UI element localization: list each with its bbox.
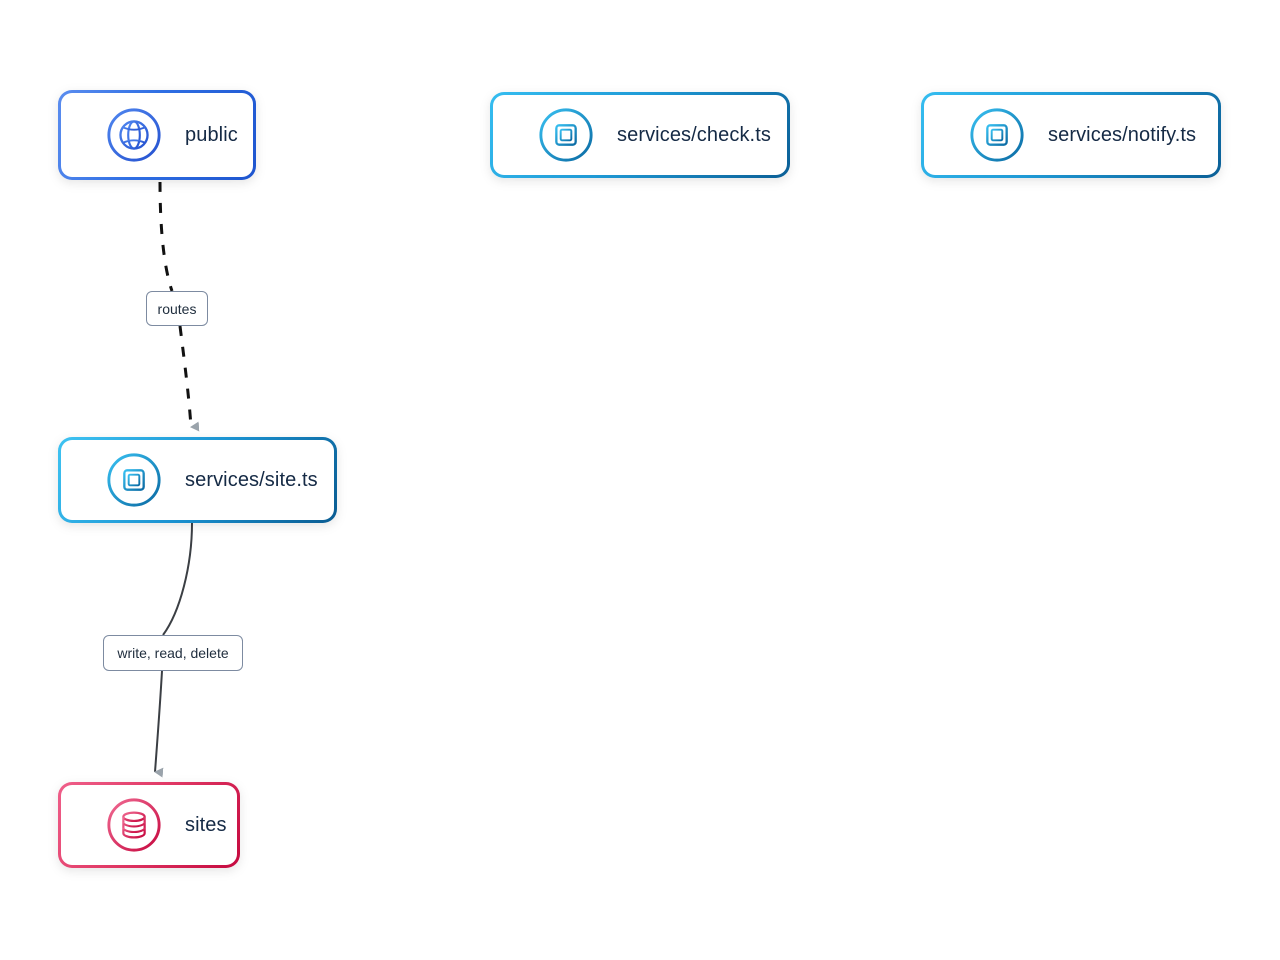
node-services-notify[interactable]: services/notify.ts [921,92,1221,178]
edge-site-to-sites-lower [154,670,164,778]
chip-icon [970,108,1024,162]
node-sites-database-fill [61,785,237,865]
chip-icon [107,453,161,507]
edge-site-to-sites-upper [162,522,193,636]
chip-icon [539,108,593,162]
globe-icon [107,108,161,162]
database-icon [107,798,161,852]
node-services-check[interactable]: services/check.ts [490,92,790,178]
node-services-check-label: services/check.ts [617,123,771,146]
node-public-label: public [185,123,238,146]
node-services-site[interactable]: services/site.ts [58,437,337,523]
node-public[interactable]: public [58,90,256,180]
node-sites-database[interactable]: sites [58,782,240,868]
node-services-site-fill [61,440,334,520]
node-services-notify-label: services/notify.ts [1048,123,1197,146]
edge-label-routes[interactable]: routes [146,291,208,326]
node-sites-database-label: sites [185,813,227,836]
edge-label-write-read-delete[interactable]: write, read, delete [103,635,243,671]
edge-public-to-site-upper [158,181,174,292]
edge-public-to-site-lower [178,325,200,432]
node-public-fill [61,93,253,177]
node-services-site-label: services/site.ts [185,468,318,491]
